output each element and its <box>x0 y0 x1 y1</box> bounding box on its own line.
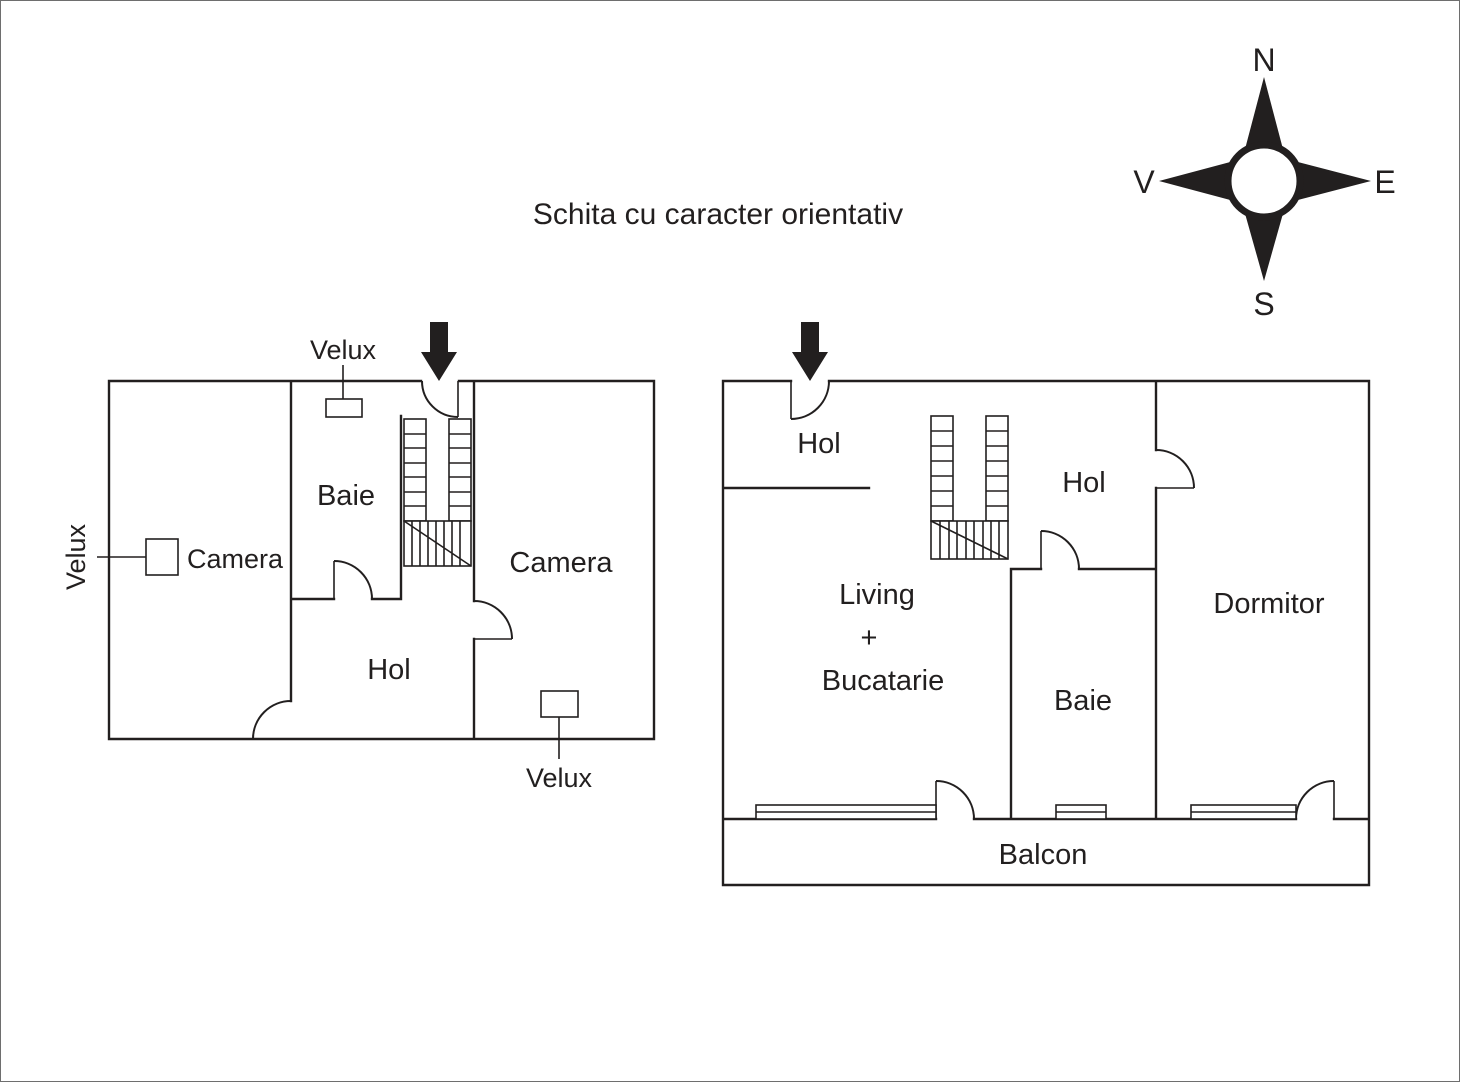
lower-floor-plan: Hol Hol Living + Bucatarie Baie Dormitor… <box>721 322 1371 887</box>
balcony-windows <box>755 804 1297 820</box>
lower-plan-walls <box>721 379 1371 887</box>
compass-label-west: V <box>1133 164 1155 200</box>
compass-label-south: S <box>1253 286 1274 322</box>
velux-window-bottom-icon <box>540 690 579 718</box>
sketch-title: Schita cu caracter orientativ <box>533 198 903 231</box>
lower-plan-staircase-icon <box>930 415 1009 560</box>
compass-circle-icon <box>1224 141 1304 221</box>
upper-plan-door-leaves <box>333 381 512 640</box>
compass-label-east: E <box>1374 164 1395 200</box>
room-label-bucatarie: Bucatarie <box>822 665 945 697</box>
lower-plan-door-leaves <box>790 381 1335 819</box>
room-label-hol-upper: Hol <box>367 654 411 686</box>
room-label-baie-upper: Baie <box>317 480 375 512</box>
compass-point-west-icon <box>1159 161 1234 201</box>
compass-point-north-icon <box>1244 77 1284 153</box>
upper-plan-walls <box>107 379 656 741</box>
velux-window-top-icon <box>325 398 363 418</box>
compass-rose: N E S V <box>1133 42 1395 322</box>
room-label-balcon: Balcon <box>999 839 1088 871</box>
velux-bottom-label: Velux <box>526 763 593 793</box>
room-label-living: Living <box>839 579 915 611</box>
upper-plan-staircase-icon <box>403 418 472 567</box>
velux-window-left-icon <box>145 538 179 576</box>
compass-label-north: N <box>1252 42 1275 78</box>
stair-landing-hatch <box>930 520 1009 560</box>
room-label-camera-left: Camera <box>187 544 284 574</box>
compass-point-south-icon <box>1244 210 1284 281</box>
upper-floor-plan: Velux Velux Velux Camera Baie Camera Hol <box>61 322 656 793</box>
compass-point-east-icon <box>1294 161 1371 201</box>
room-label-hol-entry: Hol <box>797 428 841 460</box>
stair-treads <box>404 433 471 507</box>
upper-plan-door-arcs <box>252 380 513 740</box>
room-label-hol-inner: Hol <box>1062 467 1106 499</box>
room-label-living-plus: + <box>861 622 878 654</box>
velux-left-label: Velux <box>61 523 91 590</box>
stair-treads <box>931 430 1008 507</box>
entrance-arrow-upper-icon <box>421 322 457 381</box>
room-label-dormitor: Dormitor <box>1213 588 1325 620</box>
lower-plan-door-arcs <box>790 380 1335 820</box>
stair-landing-hatch <box>403 520 472 567</box>
room-label-camera-right: Camera <box>509 547 613 579</box>
room-label-baie-lower: Baie <box>1054 685 1112 717</box>
velux-top-label: Velux <box>310 335 377 365</box>
entrance-arrow-lower-icon <box>792 322 828 381</box>
